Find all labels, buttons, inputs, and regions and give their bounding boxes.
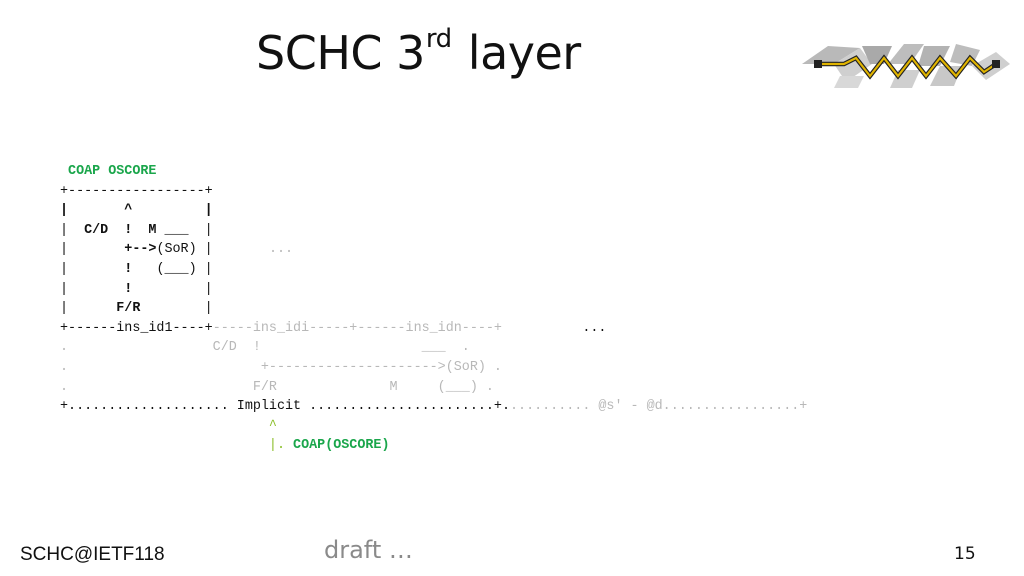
diagram-line-6b: ! — [124, 261, 133, 277]
diagram-line-3: | ^ | — [60, 203, 213, 219]
diagram-line-2: +-----------------+ — [60, 183, 213, 199]
diagram-line-5c: (SoR) | — [156, 242, 213, 258]
footer-draft-note: draft … — [324, 536, 413, 564]
footer-event: SCHC@IETF118 — [20, 544, 165, 565]
diagram-line-8b: F/R — [116, 301, 141, 317]
diagram-line-7a: | — [60, 281, 125, 297]
schc-logo-icon — [802, 44, 1010, 88]
diagram-line-6a: | — [60, 261, 125, 277]
diagram-line-15a: |. — [60, 438, 294, 454]
diagram-line-6c: (___) | — [132, 261, 213, 277]
diagram-line-7c: | — [132, 281, 213, 297]
diagram-line-13a: +.................... Implicit .........… — [60, 399, 510, 415]
schc-layer-diagram: COAP OSCORE +-----------------+ | ^ | | … — [60, 162, 807, 456]
slide-title-end: layer — [453, 26, 581, 80]
diagram-line-4a: | — [60, 222, 85, 238]
diagram-line-5b: +--> — [124, 242, 157, 258]
diagram-line-8a: | — [60, 301, 117, 317]
diagram-line-13b: .......... @s' - @d.................+ — [510, 399, 808, 415]
diagram-line-8c: | — [140, 301, 213, 317]
diagram-line-9a: +------ins_id1----+ — [60, 320, 213, 336]
slide-title-superscript: rd — [425, 23, 452, 54]
diagram-line-14: ^ — [60, 418, 277, 434]
diagram-line-9c: ... — [501, 320, 607, 336]
coap-oscore-label: COAP OSCORE — [60, 164, 157, 179]
diagram-line-12: . F/R M (___) . — [60, 379, 494, 395]
diagram-line-5d: ... — [212, 242, 294, 258]
diagram-line-4c: ___ | — [156, 222, 213, 238]
slide-title-main: SCHC 3 — [256, 26, 425, 80]
coap-oscore-bottom-label: COAP(OSCORE) — [293, 438, 390, 454]
diagram-line-9b: -----ins_idi-----+------ins_idn----+ — [212, 320, 502, 336]
diagram-line-10: . C/D ! ___ . — [60, 340, 470, 356]
diagram-line-11: . +--------------------->(SoR) . — [60, 359, 502, 375]
diagram-line-7b: ! — [124, 281, 133, 297]
page-number: 15 — [954, 544, 976, 564]
slide-title: SCHC 3rd layer — [256, 26, 581, 76]
diagram-line-4b: C/D ! M — [84, 222, 157, 238]
diagram-line-5a: | — [60, 242, 125, 258]
